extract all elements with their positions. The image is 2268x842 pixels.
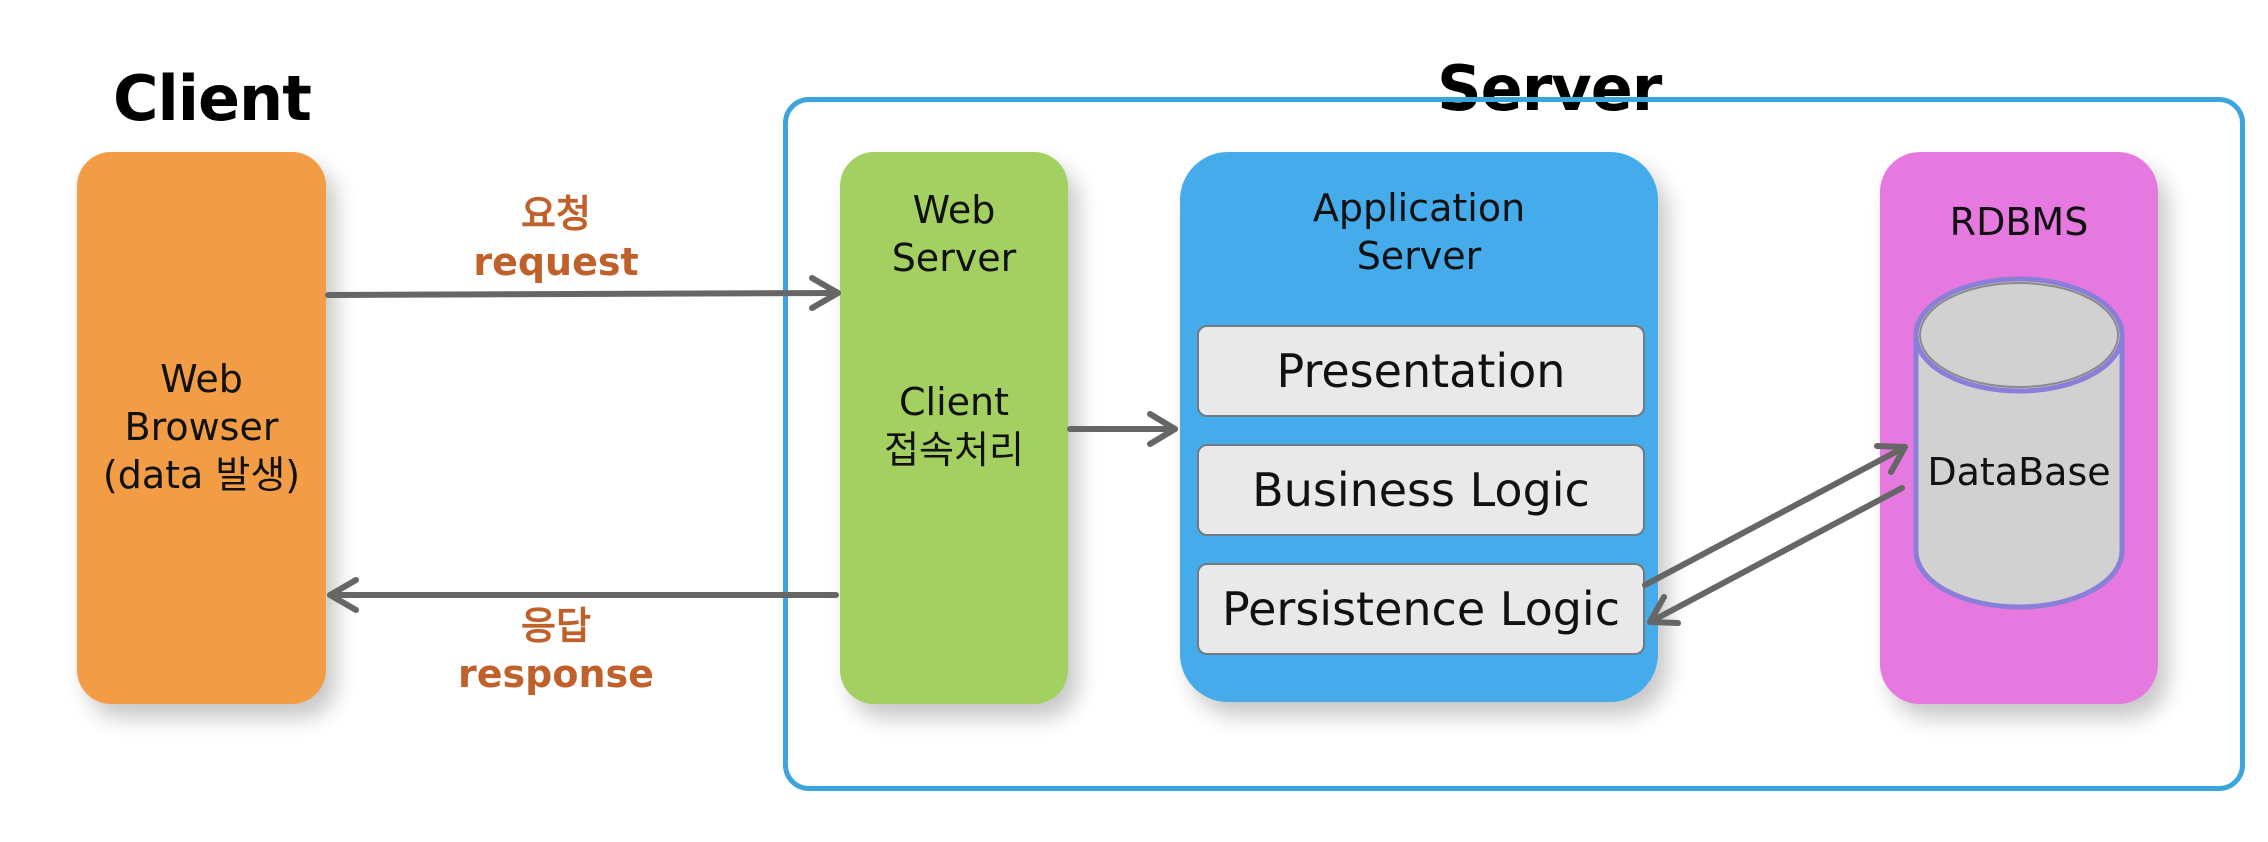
- database-label: DataBase: [1927, 450, 2111, 494]
- web-browser-box: [77, 152, 326, 704]
- db-to-persistence-arrowhead: [1647, 594, 1681, 626]
- response-label-ko: 응답: [521, 604, 591, 648]
- business-logic-layer: Business Logic: [1197, 444, 1645, 536]
- web-server-subtitle: Client 접속처리: [884, 380, 1024, 472]
- presentation-layer: Presentation: [1197, 325, 1645, 417]
- db-to-persistence-arrow: [1647, 485, 1905, 625]
- server-title: Server: [1437, 52, 1662, 125]
- application-server-title: Application Server: [1312, 186, 1526, 278]
- persistence-to-db-arrowhead: [1874, 443, 1908, 475]
- web-server-box: [840, 152, 1068, 704]
- response-arrowhead: [327, 577, 359, 613]
- web-server-title: Web Server: [891, 188, 1017, 280]
- request-label-en: request: [473, 240, 639, 284]
- persistence-logic-layer: Persistence Logic: [1197, 563, 1645, 655]
- database-cylinder-icon: [1913, 276, 2125, 610]
- web-browser-label: Web Browser (data 발생): [102, 357, 301, 497]
- server-container: [783, 97, 2245, 791]
- webserver-to-appserver-arrowhead: [1147, 411, 1178, 447]
- request-arrowhead: [809, 275, 841, 311]
- client-title: Client: [113, 62, 312, 135]
- persistence-to-db-arrow: [1642, 444, 1908, 588]
- response-label-en: response: [458, 652, 654, 696]
- rdbms-title: RDBMS: [1949, 200, 2089, 244]
- request-label-ko: 요청: [521, 192, 591, 236]
- request-arrow: [325, 290, 841, 298]
